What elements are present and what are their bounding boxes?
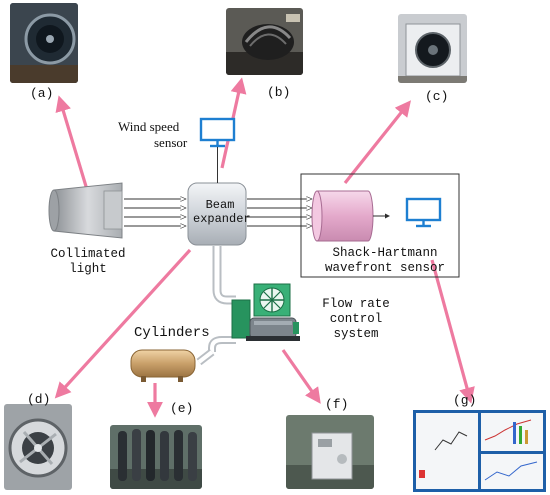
sub-label-e: (e) [170,401,194,416]
rays-out [247,199,312,226]
wind-speed-monitor [199,117,236,183]
shack-hartmann-sensor [311,190,390,242]
sub-label-d: (d) [27,392,51,407]
photo-c-blower [398,14,467,83]
shack-hartmann-line2: wavefront sensor [324,261,446,275]
photo-d-fan-housing [4,404,72,490]
sensor-enclosure [300,173,460,278]
beam-expander-label: Beam expander [193,198,251,226]
flow-rate-control-label: Flow rate control system [318,297,394,342]
arrow-to-d [54,248,192,399]
photo-a-fan [10,3,78,83]
shack-hartmann-line1: Shack-Hartmann [332,246,438,260]
sensor-monitor [405,197,442,228]
collimated-light-line2: light [69,262,107,276]
arrow-to-a [55,95,90,194]
sub-label-b: (b) [267,85,291,100]
cylinders-label: Cylinders [134,325,210,341]
shack-hartmann-label: Shack-Hartmann wavefront sensor [312,246,458,276]
beam-expander-line2: expander [193,212,251,226]
flow-control-pump [231,283,300,341]
arrow-to-g [430,259,475,404]
arrow-to-c [343,100,411,184]
wind-speed-sensor-line1: Wind speed [118,119,180,134]
sub-label-c: (c) [425,89,449,104]
flow-rate-line3: system [333,327,379,341]
flow-rate-line1: Flow rate [322,297,390,311]
photo-f-flow-controller [286,415,374,489]
gas-cylinder-tank [130,349,196,382]
sub-label-f: (f) [325,397,349,412]
sub-label-g: (g) [453,393,477,408]
rays-in [124,199,186,226]
wind-speed-sensor-line2: sensor [154,135,188,150]
photo-e-gas-cylinders [110,425,202,489]
pink-arrows [54,77,475,404]
gas-pipe [196,246,236,366]
sub-label-a: (a) [30,86,54,101]
collimator-lens [48,182,123,239]
flow-rate-line2: control [329,312,383,326]
photo-b-device [226,8,303,75]
photo-g-software-screen [413,410,546,492]
wind-speed-sensor-label: Wind speed sensor [118,119,187,151]
collimated-light-line1: Collimated [50,247,126,261]
beam-expander-line1: Beam [205,198,235,212]
arrow-to-f [281,349,321,404]
collimated-light-label: Collimated light [38,247,138,277]
